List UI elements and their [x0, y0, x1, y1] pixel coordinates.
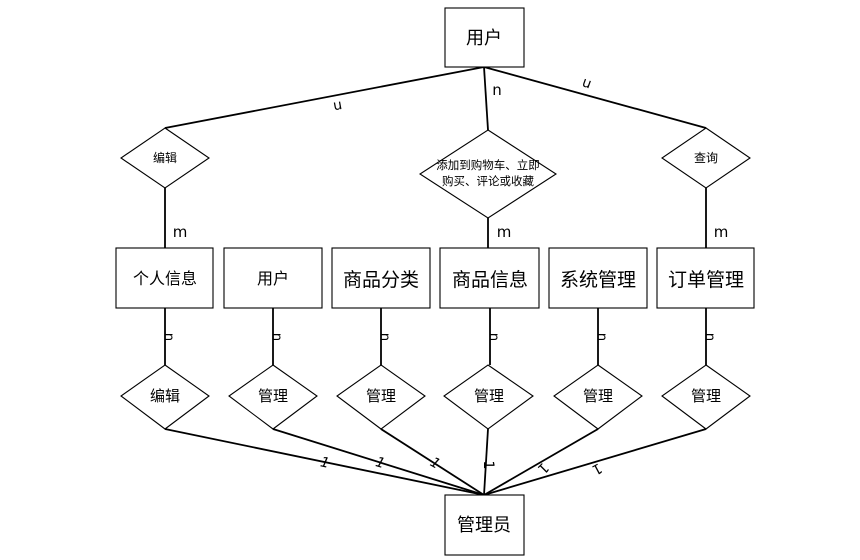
entity-order-mgmt-label: 订单管理	[668, 269, 744, 291]
relation-edit-bottom-label: 编辑	[150, 387, 180, 405]
edge-edit2-admin	[164, 428, 485, 496]
edge-manage3-admin	[483, 428, 489, 496]
relation-cart-label-line1: 添加到购物车、立即	[436, 158, 540, 172]
edge-manage1-admin	[272, 428, 485, 496]
entity-personal-info[interactable]: 个人信息	[115, 247, 214, 309]
edge-manage4-admin	[483, 428, 599, 496]
edge-user-query	[483, 66, 707, 129]
entity-category[interactable]: 商品分类	[331, 247, 431, 309]
relation-manage-1-label: 管理	[258, 387, 288, 405]
edge-user-cart	[483, 66, 489, 131]
card-1-manage1: 1	[374, 454, 387, 472]
entity-admin-label: 管理员	[457, 515, 511, 536]
relation-cart-label-line2: 购买、评论或收藏	[442, 174, 534, 188]
entity-order-mgmt[interactable]: 订单管理	[656, 247, 755, 309]
entity-personal-info-label: 个人信息	[133, 269, 197, 288]
card-n-personal: n	[161, 333, 176, 341]
card-n-top-mid: n	[492, 81, 502, 99]
relation-cart[interactable]: 添加到购物车、立即 购买、评论或收藏	[418, 129, 558, 219]
relation-manage-5[interactable]: 管理	[661, 364, 751, 430]
relation-manage-3-label: 管理	[474, 387, 504, 405]
relation-manage-2-label: 管理	[366, 387, 396, 405]
relation-edit-bottom[interactable]: 编辑	[120, 364, 210, 430]
card-n-order: n	[702, 333, 717, 341]
card-1-manage2: 1	[427, 454, 443, 472]
relation-edit-top-label: 编辑	[153, 150, 177, 165]
entity-user-mid-label: 用户	[257, 269, 289, 288]
relation-query[interactable]: 查询	[661, 127, 751, 189]
card-n-top-right: n	[580, 75, 594, 93]
relation-edit-top[interactable]: 编辑	[120, 127, 210, 189]
relation-manage-2[interactable]: 管理	[336, 364, 426, 430]
entity-category-label: 商品分类	[343, 269, 419, 291]
relation-manage-4[interactable]: 管理	[553, 364, 643, 430]
entity-system-mgmt[interactable]: 系统管理	[548, 247, 648, 309]
edge-manage2-admin	[380, 428, 485, 496]
card-n-product: n	[486, 333, 501, 341]
edges	[164, 66, 707, 496]
entity-user-mid[interactable]: 用户	[223, 247, 323, 309]
card-1-manage4: 1	[534, 459, 552, 477]
card-n-user: n	[269, 333, 284, 341]
relation-manage-4-label: 管理	[583, 387, 613, 405]
card-1-manage3: 1	[480, 461, 496, 470]
entity-user-top-label: 用户	[466, 28, 502, 49]
card-1-edit: 1	[319, 454, 331, 472]
entity-admin[interactable]: 管理员	[444, 494, 525, 556]
edge-user-edit	[164, 66, 485, 129]
relation-query-label: 查询	[694, 151, 718, 165]
relation-manage-1[interactable]: 管理	[228, 364, 318, 430]
cardinality-labels: n n n m m m n n n n n n 1 1 1 1 1 1	[161, 75, 728, 478]
entity-product-info-label: 商品信息	[452, 269, 528, 291]
relation-manage-5-label: 管理	[691, 387, 721, 405]
edge-manage5-admin	[483, 428, 707, 496]
card-n-system: n	[594, 333, 609, 341]
entity-product-info[interactable]: 商品信息	[439, 247, 540, 309]
card-m-right: m	[714, 223, 729, 241]
card-m-left: m	[173, 223, 188, 241]
card-n-category: n	[377, 333, 392, 341]
card-n-top-left: n	[332, 97, 344, 114]
entity-user-top[interactable]: 用户	[444, 7, 525, 68]
entity-system-mgmt-label: 系统管理	[560, 269, 636, 291]
card-m-mid: m	[497, 223, 512, 241]
relation-manage-3[interactable]: 管理	[443, 364, 534, 430]
